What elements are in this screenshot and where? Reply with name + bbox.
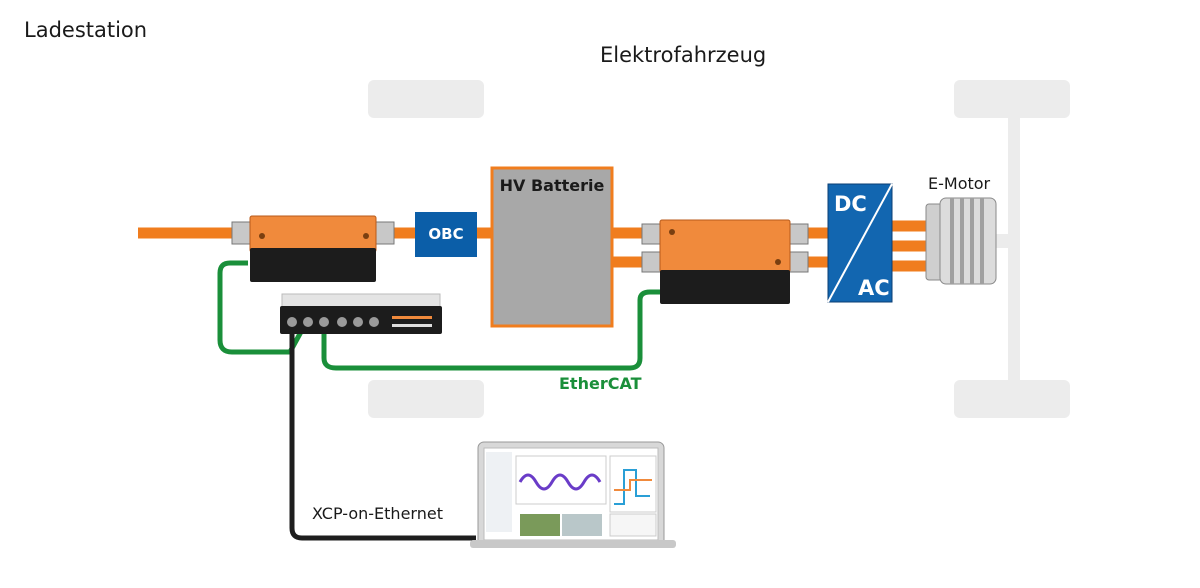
vehicle-chassis [368, 80, 1070, 418]
wheel-icon [368, 380, 484, 418]
laptop-icon [470, 441, 676, 548]
battery-label: HV Batterie [499, 176, 605, 195]
wheel-icon [954, 380, 1070, 418]
ethercat-label: EtherCAT [559, 374, 642, 393]
charging-station-title: Ladestation [24, 18, 148, 42]
obc-box [415, 212, 477, 257]
ethernet-cable [289, 332, 476, 541]
hv-battery [490, 166, 614, 328]
data-logger-icon [280, 293, 442, 334]
hv-module-right [641, 219, 809, 304]
obc-label: OBC [428, 225, 464, 243]
ac-label: AC [858, 276, 890, 300]
motor-icon [925, 197, 997, 285]
motor-label: E-Motor [928, 174, 991, 193]
wheel-icon [954, 80, 1070, 118]
vehicle-title: Elektrofahrzeug [600, 43, 767, 67]
dc-label: DC [834, 192, 867, 216]
inverter [827, 183, 893, 303]
hv-module-left [231, 215, 395, 282]
wheel-icon [368, 80, 484, 118]
ethercat-cables [217, 260, 660, 371]
axle [1008, 118, 1020, 380]
xcp-label: XCP-on-Ethernet [312, 504, 443, 523]
